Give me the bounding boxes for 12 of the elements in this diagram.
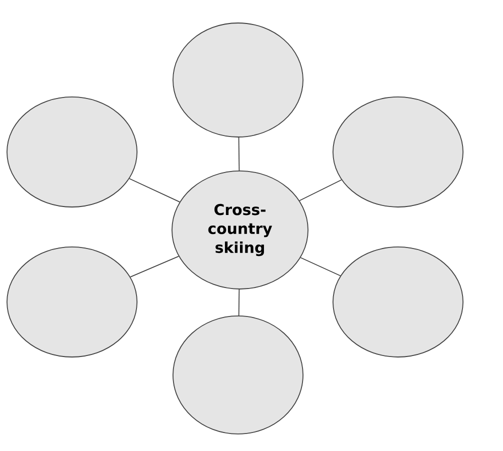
connector-line: [128, 178, 180, 202]
connector-line: [238, 136, 240, 171]
empty-ellipse: [332, 246, 464, 358]
connector-line: [130, 256, 180, 278]
empty-ellipse: [6, 96, 138, 208]
connector-line: [299, 179, 342, 202]
connector-line: [238, 288, 240, 316]
empty-ellipse: [172, 316, 304, 434]
empty-ellipse: [172, 22, 304, 138]
empty-ellipse: [332, 96, 464, 208]
connector-line: [300, 257, 341, 276]
empty-ellipse: [6, 246, 138, 358]
